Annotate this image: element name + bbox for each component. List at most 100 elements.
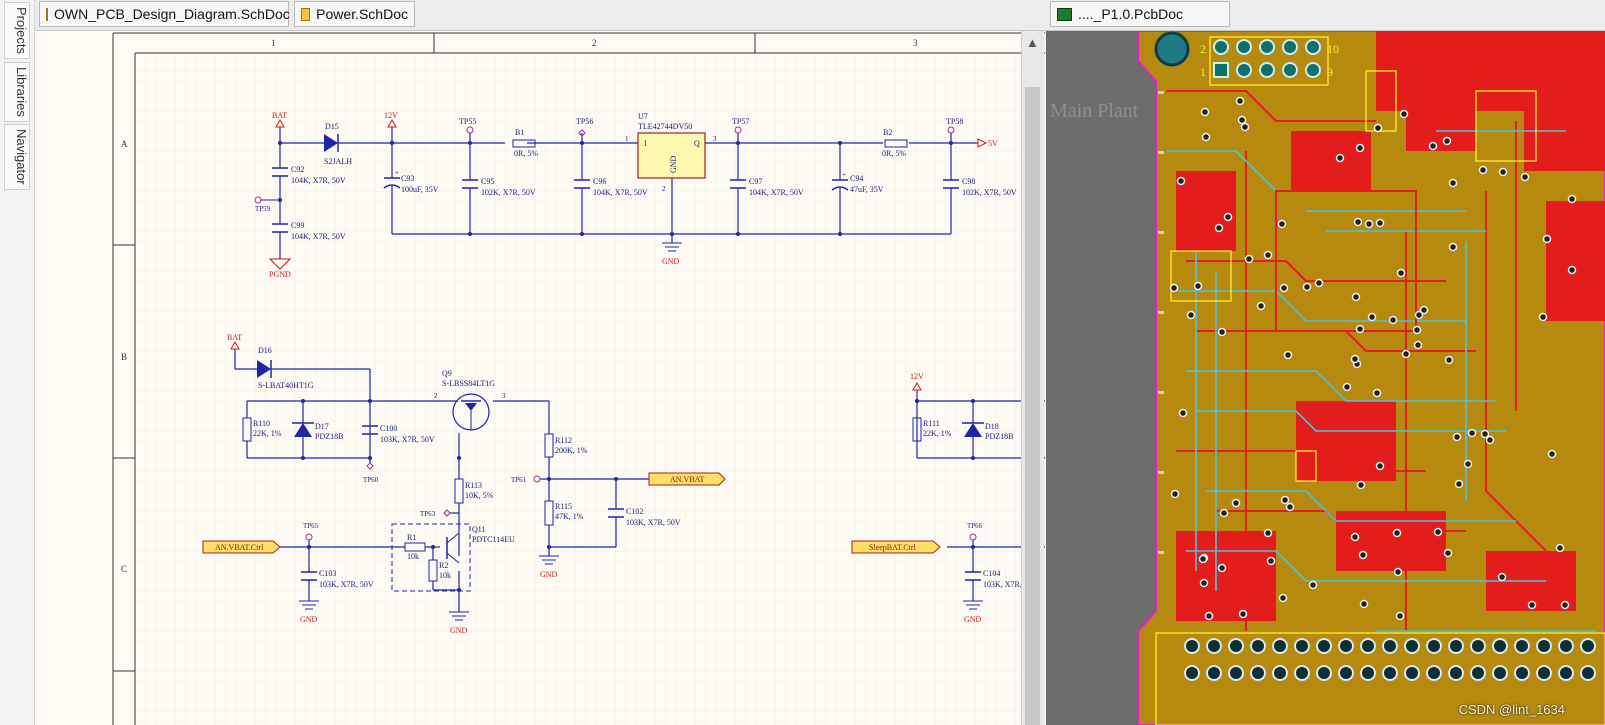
svg-text:BAT: BAT <box>272 111 287 120</box>
svg-text:GND: GND <box>669 155 678 173</box>
schematic-vertical-scrollbar[interactable]: ▲ <box>1021 31 1044 725</box>
capacitor-c94[interactable]: + C94 47uF, 35V <box>831 171 884 194</box>
junctions-regulator <box>278 141 953 236</box>
libraries-panel-tab[interactable]: Libraries <box>4 62 30 122</box>
capacitor-c99[interactable]: C99 104K, X7R, 50V <box>272 221 346 241</box>
svg-text:TP55: TP55 <box>459 117 476 126</box>
navigator-panel-tab[interactable]: Navigator <box>4 124 30 190</box>
transistor-q11[interactable]: Q11 PDTC114EU <box>391 523 515 592</box>
capacitor-c97[interactable]: C97 104K, X7R, 50V <box>730 177 804 197</box>
svg-text:GND: GND <box>450 626 468 635</box>
svg-text:3: 3 <box>502 392 506 400</box>
power-port-pgnd: PGND <box>268 258 292 279</box>
tab-pcbdoc[interactable]: ...._P1.0.PcbDoc <box>1050 1 1230 27</box>
zone-row-a: A <box>121 139 128 149</box>
pcb-connector-pad <box>1338 638 1354 654</box>
ferrite-b1[interactable]: B1 0R, 5% <box>512 128 538 158</box>
svg-text:C92: C92 <box>291 165 304 174</box>
capacitor-c93[interactable]: + C93 100uF, 35V <box>383 169 439 194</box>
pcb-via <box>1231 498 1241 508</box>
pcb-via <box>1567 265 1577 275</box>
testpoint-tp56[interactable]: TP56 <box>576 117 593 137</box>
svg-text:12V: 12V <box>910 372 924 381</box>
resistor-r112[interactable]: R112 200K, 1% <box>544 433 588 458</box>
testpoint-tp58[interactable]: TP58 <box>946 117 963 134</box>
pcb-connector-pad <box>1470 638 1486 654</box>
pcb-connector-pad <box>1580 638 1596 654</box>
svg-text:GND: GND <box>964 615 982 624</box>
resistor-r2[interactable]: R2 10k <box>428 559 451 582</box>
resistor-r115[interactable]: R115 47K, 1% <box>544 500 584 526</box>
port-sleepbat-ctrl[interactable]: SleepBAT.Ctrl <box>851 540 941 554</box>
pcb-via <box>1414 310 1424 320</box>
capacitor-c104[interactable]: C104 103K, X7R, 50V <box>965 569 1038 589</box>
tab-label: Power.SchDoc <box>316 6 408 22</box>
pcb-connector-pad <box>1294 665 1310 681</box>
pcb-bottom-traces <box>1166 130 1596 632</box>
svg-text:R113: R113 <box>465 481 482 490</box>
schematic-canvas[interactable]: 1 2 3 A B C <box>35 31 1045 725</box>
pcb-mcu-footprint <box>1275 190 1417 332</box>
pcb-connector-pad <box>1514 665 1530 681</box>
capacitor-c98[interactable]: C98 102K, X7R, 50V <box>943 177 1017 197</box>
diode-d15[interactable]: D15 S2JALH <box>324 122 352 166</box>
testpoint-tp59[interactable]: TP59 <box>254 196 280 213</box>
ground-q11: GND <box>449 611 469 635</box>
pcb-via <box>1560 600 1570 610</box>
diode-d16[interactable]: D16 S-LBAT40HT1G <box>257 346 314 390</box>
schematic-doc-icon <box>301 7 311 21</box>
svg-text:GND: GND <box>540 570 558 579</box>
capacitor-c102[interactable]: C102 103K, X7R, 50V <box>608 507 681 527</box>
capacitor-c103[interactable]: C103 103K, X7R, 50V <box>301 569 374 589</box>
testpoint-tp63[interactable]: TP63 <box>420 509 451 518</box>
pcb-via <box>1454 479 1464 489</box>
scrollbar-thumb[interactable] <box>1025 87 1040 725</box>
chevron-up-icon[interactable]: ▲ <box>1026 35 1039 50</box>
projects-panel-tab[interactable]: Projects <box>4 2 30 59</box>
pcb-via <box>1452 432 1462 442</box>
testpoint-tp66[interactable]: TP66 <box>967 522 983 541</box>
resistor-r110[interactable]: R110 22K, 1% <box>242 417 282 442</box>
regulator-u7[interactable]: U7 TLE42744DV50 I Q GND 1 3 2 <box>625 112 717 193</box>
testpoint-tp57[interactable]: TP57 <box>732 117 749 134</box>
pcb-via <box>1355 143 1365 153</box>
testpoint-tp65[interactable]: TP65 <box>303 522 319 541</box>
resistor-r1[interactable]: R1 10k <box>404 533 426 561</box>
svg-text:47uF, 35V: 47uF, 35V <box>850 185 884 194</box>
zener-d18[interactable]: D18 PDZ18B <box>962 422 1013 441</box>
capacitor-c100[interactable]: C100 103K, X7R, 50V <box>362 424 435 444</box>
port-an-vbat-ctrl[interactable]: AN.VBAT.Ctrl <box>202 540 281 554</box>
svg-text:GND: GND <box>300 615 318 624</box>
tab-diagram-schdoc[interactable]: OWN_PCB_Design_Diagram.SchDoc <box>39 1 290 27</box>
testpoint-tp55[interactable]: TP55 <box>459 117 476 134</box>
testpoint-tp61[interactable]: TP61 <box>511 475 541 484</box>
pcb-canvas[interactable]: Main Plant <box>1046 31 1605 725</box>
capacitor-c95[interactable]: C95 102K, X7R, 50V <box>462 177 536 197</box>
svg-text:2: 2 <box>1200 42 1206 56</box>
svg-text:104K, X7R, 50V: 104K, X7R, 50V <box>291 176 346 185</box>
pcb-connector-pad <box>1184 665 1200 681</box>
svg-text:47K, 1%: 47K, 1% <box>555 512 584 521</box>
pcb-connector-pad <box>1558 665 1574 681</box>
pcb-via <box>1285 502 1295 512</box>
tab-label: OWN_PCB_Design_Diagram.SchDoc <box>54 6 290 22</box>
pcb-via <box>1223 212 1233 222</box>
pcb-via <box>1480 429 1490 439</box>
pcb-via <box>1178 408 1188 418</box>
capacitor-c96[interactable]: C96 104K, X7R, 50V <box>574 177 648 197</box>
mosfet-q9[interactable]: Q9 S-LBSS84LT1G 2 3 <box>434 369 506 431</box>
port-an-vbat[interactable]: AN.VBAT <box>648 472 726 486</box>
pcb-via <box>1375 218 1385 228</box>
ferrite-b2[interactable]: B2 0R, 5% <box>882 128 908 158</box>
resistor-r113[interactable]: R113 10K, 5% <box>454 478 494 504</box>
svg-text:PDTC114EU: PDTC114EU <box>472 535 515 544</box>
pcb-via <box>1200 107 1210 117</box>
pcb-connector-pad <box>1404 665 1420 681</box>
testpoint-tp60[interactable]: TP60 <box>363 462 379 484</box>
resistor-r111[interactable]: R111 22K, 1% <box>912 417 952 442</box>
capacitor-c92[interactable]: C92 104K, X7R, 50V <box>272 165 346 185</box>
zener-d17[interactable]: D17 PDZ18B <box>292 422 343 441</box>
tab-power-schdoc[interactable]: Power.SchDoc <box>294 1 415 27</box>
ground-u7: GND <box>662 242 682 266</box>
pcb-via <box>1364 219 1374 229</box>
